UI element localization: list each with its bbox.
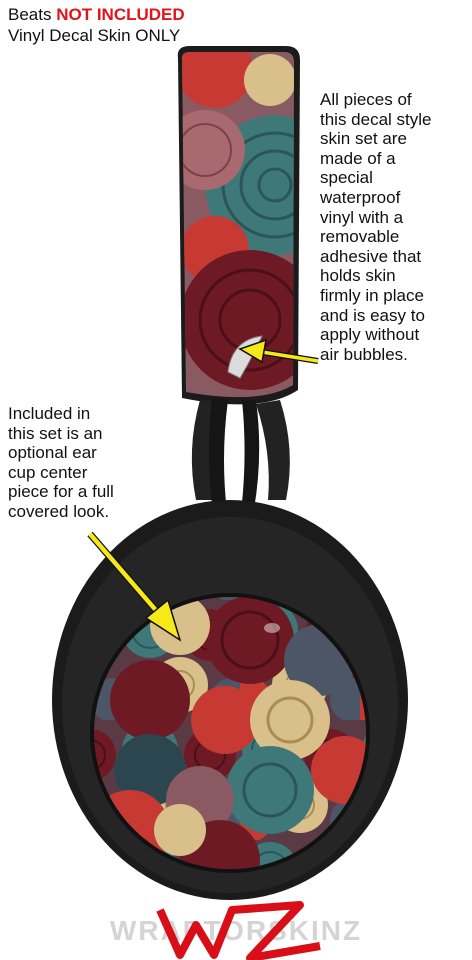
brand-name: WRAPTORSKINZ [110, 915, 362, 946]
header-line-2: Vinyl Decal Skin ONLY [8, 26, 181, 45]
center-piece-note: Included in this set is an optional ear … [8, 404, 114, 521]
brand-logo-icon: WRAPTORSKINZ WZ [110, 901, 362, 960]
yellow-arrow-icon [87, 531, 182, 642]
slider-arm [191, 398, 290, 520]
header-prefix: Beats [8, 5, 52, 24]
ear-cup [52, 500, 408, 900]
header: Beats NOT INCLUDED Vinyl Decal Skin ONLY [8, 4, 185, 46]
material-note: All pieces of this decal style skin set … [320, 90, 432, 364]
brand-logo-mark [156, 901, 321, 960]
yellow-arrow-icon [238, 338, 319, 364]
header-line-1: Beats NOT INCLUDED [8, 4, 185, 25]
not-included-label: NOT INCLUDED [56, 5, 185, 24]
